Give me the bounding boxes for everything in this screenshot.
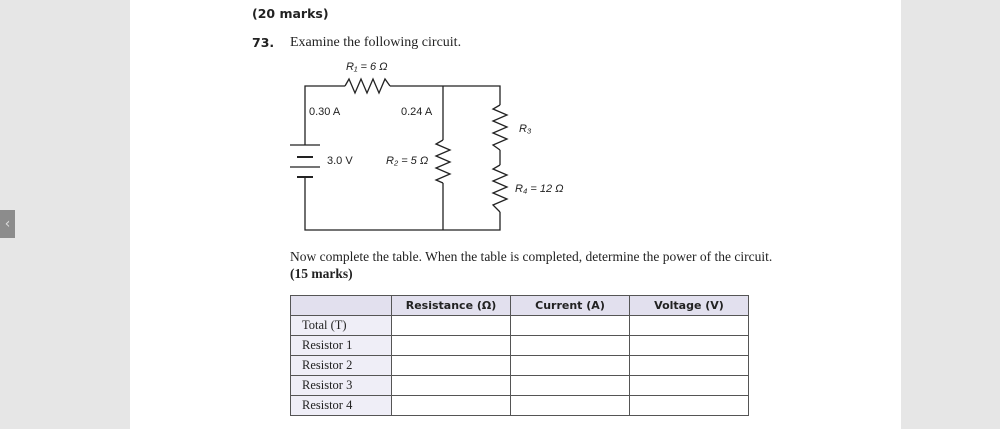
table-cell[interactable]: [629, 315, 749, 336]
instructions: Now complete the table. When the table i…: [290, 248, 772, 282]
question-number: 73.: [252, 35, 275, 50]
header-current: Current (A): [510, 295, 630, 316]
resistor-r3: [491, 104, 509, 151]
table-row: Total (T): [290, 315, 749, 336]
table-cell[interactable]: [629, 395, 749, 416]
resistor-r2: [434, 139, 452, 184]
row-label: Resistor 4: [290, 395, 392, 416]
wire: [304, 85, 501, 231]
table-cell[interactable]: [510, 335, 630, 356]
prev-page-button[interactable]: ‹: [0, 210, 15, 238]
voltage-label: 3.0 V: [327, 155, 353, 167]
table-cell[interactable]: [510, 395, 630, 416]
table-header-row: Resistance (Ω) Current (A) Voltage (V): [290, 295, 749, 316]
row-label: Resistor 3: [290, 375, 392, 396]
table-cell[interactable]: [391, 355, 511, 376]
instructions-marks: (15 marks): [290, 266, 353, 281]
answer-table: Resistance (Ω) Current (A) Voltage (V) T…: [290, 295, 749, 416]
table-cell[interactable]: [629, 335, 749, 356]
table-cell[interactable]: [510, 355, 630, 376]
instructions-text: Now complete the table. When the table i…: [290, 249, 773, 264]
r2-label: R₂ = 5 Ω: [386, 155, 428, 167]
r3-label: R₃: [519, 123, 532, 135]
table-cell[interactable]: [391, 335, 511, 356]
r2-current-label: 0.24 A: [401, 106, 433, 118]
header-resistance: Resistance (Ω): [391, 295, 511, 316]
table-row: Resistor 4: [290, 395, 749, 416]
table-cell[interactable]: [391, 395, 511, 416]
row-label: Resistor 1: [290, 335, 392, 356]
table-cell[interactable]: [391, 315, 511, 336]
r4-label: R₄ = 12 Ω: [515, 183, 564, 195]
table-cell[interactable]: [629, 355, 749, 376]
table-row: Resistor 1: [290, 335, 749, 356]
table-cell[interactable]: [629, 375, 749, 396]
header-voltage: Voltage (V): [629, 295, 749, 316]
row-label: Resistor 2: [290, 355, 392, 376]
row-label: Total (T): [290, 315, 392, 336]
chevron-left-icon: ‹: [4, 216, 11, 232]
question-text: Examine the following circuit.: [290, 35, 462, 50]
battery: [290, 144, 320, 178]
table-cell[interactable]: [510, 315, 630, 336]
resistor-r1: [344, 77, 391, 95]
marks-heading: (20 marks): [252, 6, 329, 21]
table-row: Resistor 3: [290, 375, 749, 396]
total-current-label: 0.30 A: [309, 106, 341, 118]
table-cell[interactable]: [510, 375, 630, 396]
r1-label: R₁ = 6 Ω: [346, 61, 388, 73]
table-row: Resistor 2: [290, 355, 749, 376]
resistor-r4: [491, 164, 509, 213]
table-cell[interactable]: [391, 375, 511, 396]
header-corner: [290, 295, 392, 316]
